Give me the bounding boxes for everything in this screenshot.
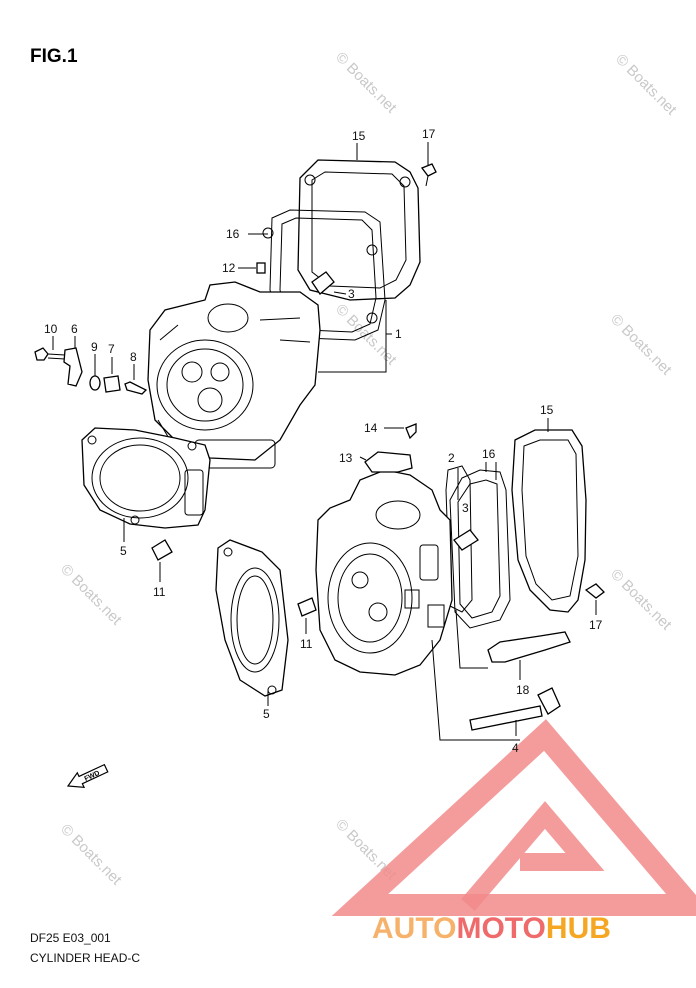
callout: 5 [263, 707, 270, 721]
dowel-pin [453, 529, 479, 551]
callout: 6 [71, 322, 78, 336]
collar [103, 375, 121, 393]
cover-bolt [584, 583, 605, 599]
plate [364, 451, 413, 473]
brand-part-moto: MOTO [456, 912, 545, 945]
callout: 7 [108, 342, 115, 356]
fwd-label: FWD [83, 770, 100, 783]
callout: 2 [448, 451, 455, 465]
gasket [445, 465, 473, 613]
watermark: © Boats.net [612, 51, 680, 119]
callout: 4 [512, 741, 519, 755]
callout: 15 [540, 403, 554, 417]
callout: 3 [462, 501, 469, 515]
dowel-pin [151, 539, 173, 561]
callout: 14 [364, 421, 378, 435]
upper-cylinder-head-assembly [34, 142, 437, 582]
callout: 5 [120, 544, 127, 558]
callout: 16 [482, 447, 496, 461]
automotohub-logo [331, 719, 696, 916]
bracket [63, 347, 83, 387]
lower-cylinder-head-assembly [215, 418, 605, 741]
screw [405, 423, 417, 440]
callout: 3 [348, 287, 355, 301]
head-bolt [469, 705, 543, 731]
watermark: © Boats.net [607, 566, 675, 634]
cylinder-head [315, 469, 453, 676]
watermark: © Boats.net [332, 49, 400, 117]
diagram-section-title: CYLINDER HEAD-C [30, 951, 140, 965]
callout: 17 [422, 127, 436, 141]
callout-labels: 15 17 16 12 3 1 10 6 9 7 8 5 11 14 13 2 … [44, 127, 603, 755]
callout: 8 [130, 350, 137, 364]
callout: 18 [516, 683, 530, 697]
callout: 16 [226, 227, 240, 241]
head-gasket [81, 427, 211, 529]
dowel-pin [311, 271, 335, 295]
diagram-code: DF25 E03_001 [30, 931, 111, 945]
brand-part-hub: HUB [546, 912, 611, 945]
brand-part-auto: AUTO [372, 912, 456, 945]
dowel-pin [297, 597, 317, 617]
spark-plug [487, 631, 571, 663]
washer [89, 375, 101, 391]
cylinder-head-cover [511, 429, 587, 613]
cover-bolt [420, 163, 437, 177]
callout: 9 [91, 340, 98, 354]
head-gasket [215, 539, 289, 697]
small-plug [256, 262, 266, 274]
watermark: © Boats.net [57, 561, 125, 629]
cylinder-head [147, 281, 321, 461]
callout: 13 [339, 451, 353, 465]
forward-direction-arrow: FWD [66, 763, 109, 789]
brand-name: AUTOMOTOHUB [372, 912, 611, 945]
watermark: © Boats.net [57, 821, 125, 889]
callout: 15 [352, 129, 366, 143]
callout: 11 [153, 585, 166, 599]
callout: 11 [300, 637, 313, 651]
callout: 17 [589, 618, 603, 632]
callout: 10 [44, 322, 58, 336]
figure-title: FIG.1 [30, 46, 78, 67]
callout: 12 [222, 261, 236, 275]
callout: 1 [395, 327, 402, 341]
stud-bolt [124, 381, 148, 395]
cylinder-head-cover [297, 159, 421, 301]
watermark: © Boats.net [607, 311, 675, 379]
cover-gasket [449, 469, 511, 629]
hex-bolt [34, 347, 49, 361]
